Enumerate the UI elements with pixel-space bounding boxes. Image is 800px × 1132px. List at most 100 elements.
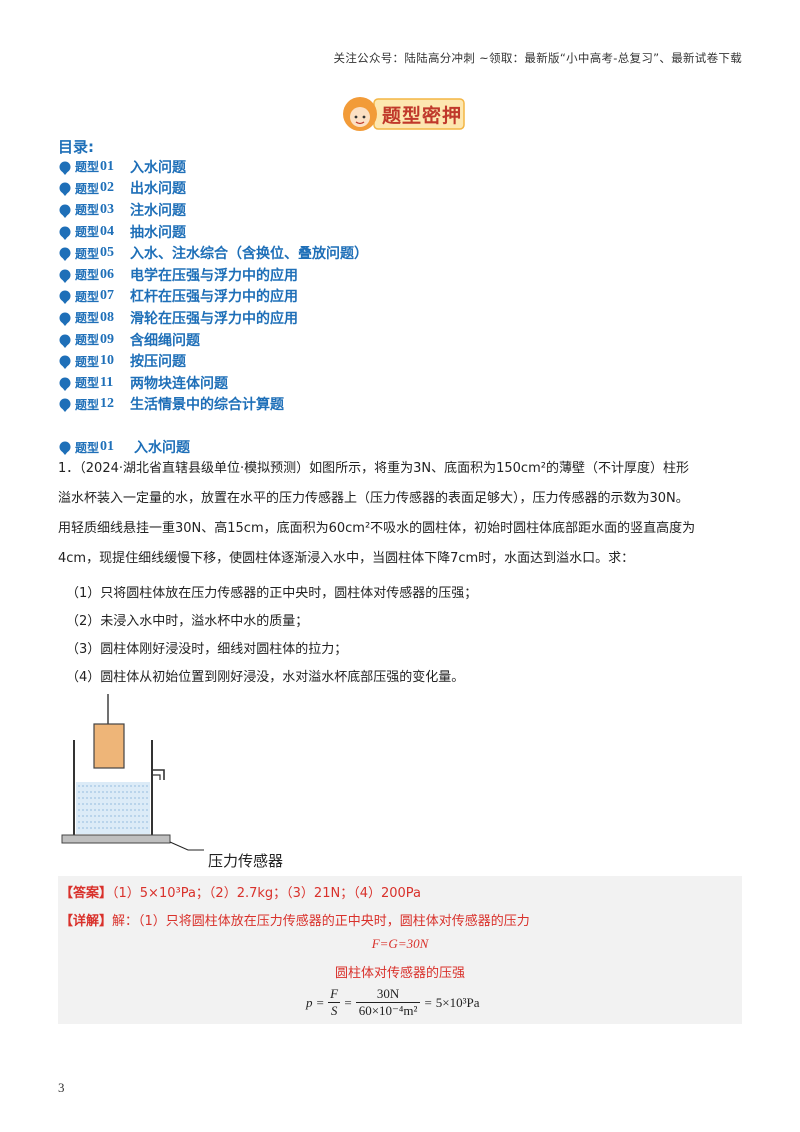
toc-item-num: 08: [100, 309, 115, 325]
explanation-line: 【详解】解：（1）只将圆柱体放在压力传感器的正中央时，圆柱体对传感器的压力: [60, 910, 530, 929]
figure-label: 压力传感器: [208, 852, 284, 870]
problem-line-2: 溢水杯装入一定量的水，放置在水平的压力传感器上（压力传感器的表面足够大），压力传…: [58, 491, 689, 506]
answer-text: （1）5×10³Pa；（2）2.7kg；（3）21N；（4）200Pa: [112, 886, 421, 901]
toc-item-title: 电学在压强与浮力中的应用: [130, 267, 299, 284]
frac2-num: 30N: [376, 986, 400, 1001]
toc-item-num: 07: [100, 288, 115, 304]
toc-item-title: 抽水问题: [130, 224, 187, 241]
badge-background: [343, 97, 465, 131]
answer-label: 【答案】: [60, 886, 113, 901]
toc-item-num: 12: [100, 396, 115, 412]
explanation-text: 解：（1）只将圆柱体放在压力传感器的正中央时，圆柱体对传感器的压力: [112, 914, 530, 929]
problem-line-1: 1．（2024·湖北省直辖县级单位·模拟预测）如图所示，将重为3N、底面积为15…: [58, 461, 689, 476]
pin-icon: [58, 333, 72, 348]
toc-item-num: 01: [100, 158, 115, 174]
cylinder: [93, 723, 125, 769]
toc-item-title: 出水问题: [130, 181, 187, 198]
answer-box: [58, 876, 742, 1024]
toc-item-num: 10: [100, 353, 115, 369]
overflow-cup-figure: [61, 694, 204, 851]
toc-item-tag: 题型: [75, 376, 100, 391]
toc-item-num: 02: [100, 180, 115, 196]
fraction-f-s: F S: [327, 986, 341, 1019]
formula-result: 5×10³Pa: [435, 994, 480, 1010]
toc-item-tag: 题型: [75, 160, 100, 175]
question-3: （3）圆柱体刚好浸没时，细线对圆柱体的拉力；: [66, 642, 348, 657]
toc-item-tag: 题型: [75, 268, 100, 283]
toc-item-num: 06: [100, 266, 115, 282]
problem-line-4: 4cm，现提住细线缓慢下移，使圆柱体逐渐浸入水中，当圆柱体下降7cm时，水面达到…: [58, 551, 635, 566]
question-2: （2）未浸入水中时，溢水杯中水的质量；: [66, 614, 309, 629]
pin-icon: [58, 354, 72, 370]
pin-icon: [58, 246, 72, 262]
pin-icon: [58, 203, 72, 218]
section-badge: 题型密押: [340, 95, 466, 133]
toc-item-tag: 题型: [75, 397, 100, 412]
toc-item-title: 滑轮在压强与浮力中的应用: [130, 310, 299, 327]
toc-item-tag: 题型: [75, 203, 100, 218]
toc-title: 目录:: [58, 138, 94, 156]
pin-icon: [58, 289, 72, 305]
section-title: 入水问题: [134, 440, 191, 456]
pressure-formula: p = F S = 30N 60×10⁻⁴m² = 5×10³Pa: [306, 986, 480, 1019]
toc-item-tag: 题型: [75, 246, 100, 261]
toc-item-num: 09: [100, 331, 115, 347]
pin-icon: [58, 397, 72, 413]
section-heading: 题型 01 入水问题: [58, 437, 190, 457]
toc-item-title: 含细绳问题: [130, 332, 201, 349]
toc-item-tag: 题型: [75, 181, 100, 196]
fraction-values: 30N 60×10⁻⁴m²: [355, 986, 421, 1019]
badge-text: 题型密押: [382, 105, 463, 127]
pin-icon: [58, 268, 72, 283]
toc-item-tag: 题型: [75, 311, 100, 326]
toc-item-title: 注水问题: [130, 202, 187, 219]
question-1: （1）只将圆柱体放在压力传感器的正中央时，圆柱体对传感器的压强；: [66, 586, 478, 601]
toc-item-num: 04: [100, 223, 115, 239]
toc-item-title: 两物块连体问题: [130, 375, 229, 392]
problem-line-3: 用轻质细线悬挂一重30N、高15cm，底面积为60cm²不吸水的圆柱体，初始时圆…: [58, 521, 696, 536]
pin-icon: [58, 181, 72, 197]
frac2-den: 60×10⁻⁴m²: [355, 1002, 421, 1019]
toc-item-tag: 题型: [75, 354, 100, 369]
section-tag: 题型: [75, 440, 100, 455]
toc-item-num: 03: [100, 201, 115, 217]
toc-item-num: 11: [100, 374, 114, 390]
header-note: 关注公众号：陆陆高分冲刺 ~领取：最新版“小中高考-总复习”、最新试卷下载: [333, 51, 742, 65]
toc-item-title: 杠杆在压强与浮力中的应用: [130, 289, 299, 306]
toc-item-tag: 题型: [75, 289, 100, 304]
pressure-sensor-plate: [61, 834, 171, 844]
formula-lhs: p: [306, 994, 313, 1010]
frac1-num: F: [330, 986, 339, 1001]
pin-icon: [58, 376, 72, 391]
explanation-line-2: 圆柱体对传感器的压强: [334, 966, 465, 981]
answer-line: 【答案】（1）5×10³Pa；（2）2.7kg；（3）21N；（4）200Pa: [60, 882, 421, 901]
water: [76, 782, 150, 834]
pin-icon: [58, 225, 72, 240]
toc-item-tag: 题型: [75, 225, 100, 240]
spout: [152, 769, 165, 780]
question-4: （4）圆柱体从初始位置到刚好浸没，水对溢水杯底部压强的变化量。: [66, 670, 465, 685]
toc-item-title: 入水、注水综合（含换位、叠放问题）: [130, 246, 369, 263]
toc-item-num: 05: [100, 245, 115, 261]
section-num: 01: [100, 439, 115, 454]
frac1-den: S: [327, 1002, 341, 1019]
toc-item-title: 入水问题: [130, 159, 187, 176]
pin-icon: [58, 311, 72, 326]
sensor-pointer: [169, 841, 204, 851]
pin-icon: [58, 160, 72, 175]
equation-force: F=G=30N: [371, 936, 429, 951]
toc-item-title: 生活情景中的综合计算题: [130, 397, 285, 414]
pin-icon: [58, 440, 72, 455]
